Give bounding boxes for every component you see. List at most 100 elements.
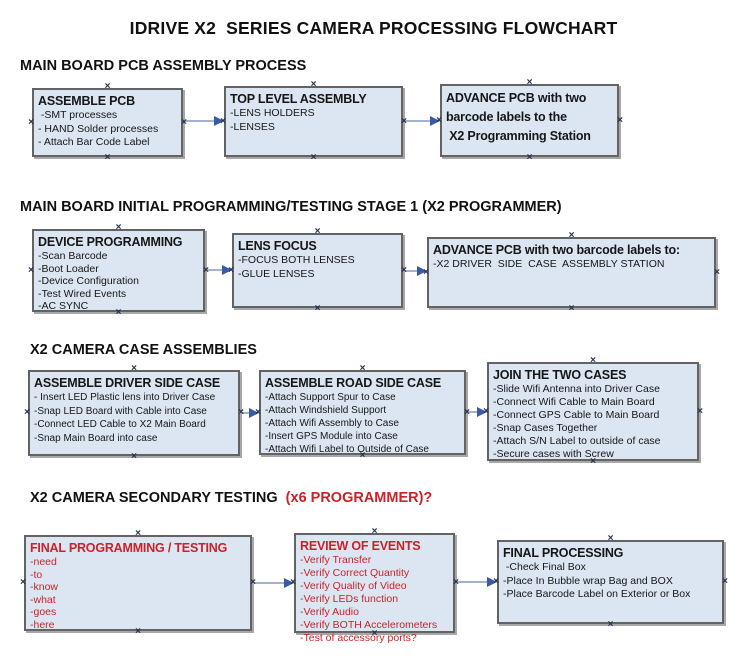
assemble-pcb: ASSEMBLE PCB -SMT processes- HAND Solder… [28, 82, 187, 163]
anchor-x-icon: × [28, 264, 34, 276]
anchor-x-icon: × [115, 222, 122, 233]
arrowhead-icon [417, 266, 427, 276]
box-item: -goes [30, 606, 57, 618]
anchor-x-icon: × [104, 152, 111, 163]
box-item: -Insert GPS Module into Case [265, 431, 398, 442]
box-item: -need [30, 556, 57, 568]
box-item: -Verify LEDs function [300, 593, 399, 605]
box-title: ASSEMBLE PCB [38, 94, 135, 108]
box-item: -SMT processes [38, 109, 118, 121]
anchor-x-icon: × [607, 533, 614, 544]
anchor-x-icon: × [568, 303, 575, 314]
box-item: -know [30, 581, 59, 593]
anchor-x-icon: × [310, 79, 317, 90]
anchor-x-icon: × [135, 528, 141, 539]
arrow-line [467, 411, 481, 413]
box-item: -Snap Cases Together [493, 422, 598, 434]
anchor-x-icon: × [607, 619, 614, 630]
final-programming-testing: FINAL PROGRAMMING / TESTING-need-to-know… [20, 529, 256, 637]
box-item: -Place Barcode Label on Exterior or Box [503, 588, 691, 600]
join-the-two-cases: JOIN THE TWO CASES-Slide Wifi Antenna in… [483, 356, 703, 467]
final-processing: FINAL PROCESSING -Check Final Box-Place … [493, 534, 728, 630]
box-title: TOP LEVEL ASSEMBLY [230, 92, 367, 106]
flow-arrow [403, 115, 440, 127]
assemble-driver-side-case: ASSEMBLE DRIVER SIDE CASE - Insert LED Pl… [24, 364, 244, 462]
anchor-x-icon: × [371, 526, 378, 537]
page-title: IDRIVE X2 SERIES CAMERA PROCESSING FLOWC… [129, 18, 618, 38]
arrow-line [404, 270, 421, 272]
arrow-line [253, 582, 288, 584]
box-item: -to [30, 568, 43, 581]
box-title-line: ADVANCE PCB with two [446, 91, 587, 105]
box-item: - HAND Solder processes [38, 122, 159, 135]
anchor-x-icon: × [526, 152, 533, 163]
arrow-line [184, 120, 218, 122]
anchor-x-icon: × [590, 355, 596, 366]
section-heading-text: X2 CAMERA SECONDARY TESTING [30, 490, 286, 506]
box-item: -Snap Main Board into case [34, 432, 158, 444]
box-title-line: X2 Programming Station [446, 129, 591, 143]
box-title: DEVICE PROGRAMMING [38, 235, 183, 249]
box-title: ADVANCE PCB with two barcode labels to: [433, 243, 680, 257]
box-item: -GLUE LENSES [238, 267, 315, 280]
anchor-x-icon: × [722, 576, 728, 587]
anchor-x-icon: × [314, 303, 321, 314]
arrowhead-icon [430, 116, 440, 126]
arrowhead-icon [222, 265, 232, 275]
box-title: FINAL PROGRAMMING / TESTING [30, 541, 228, 555]
box-title: ASSEMBLE DRIVER SIDE CASE [34, 376, 221, 390]
box-item: -Verify Quality of Video [300, 580, 407, 592]
arrow-line [456, 581, 491, 583]
box-item: -Device Configuration [38, 275, 139, 287]
anchor-x-icon: × [714, 266, 720, 278]
box-item: -LENS HOLDERS [230, 107, 315, 119]
box-item: -Place In Bubble wrap Bag and BOX [503, 574, 673, 587]
arrow-line [239, 412, 253, 414]
section-heading-accent: (x6 PROGRAMMER)? [285, 490, 433, 506]
anchor-x-icon: × [28, 116, 34, 128]
anchor-x-icon: × [568, 230, 575, 241]
box-item: - Insert LED Plastic lens into Driver Ca… [34, 392, 216, 403]
box-item: -Boot Loader [38, 262, 99, 275]
review-of-events: REVIEW OF EVENTS-Verify Transfer-Verify … [290, 527, 459, 645]
box-item: -Snap LED Board with Cable into Case [34, 405, 207, 417]
section-heading-text: X2 CAMERA CASE ASSEMBLIES [30, 342, 257, 358]
box-item: -Verify BOTH Accelerometers [300, 619, 438, 631]
box-title: JOIN THE TWO CASES [493, 368, 627, 382]
anchor-x-icon: × [314, 226, 321, 237]
arrowhead-icon [214, 116, 224, 126]
section-heading-text: MAIN BOARD INITIAL PROGRAMMING/TESTING S… [20, 199, 562, 215]
anchor-x-icon: × [526, 77, 533, 88]
anchor-x-icon: × [131, 451, 137, 462]
box-item: -Connect Wifi Cable to Main Board [493, 396, 655, 408]
anchor-x-icon: × [617, 114, 623, 126]
box-item: -X2 DRIVER SIDE CASE ASSEMBLY STATION [433, 258, 665, 270]
box-item: -Connect GPS Cable to Main Board [493, 409, 660, 421]
flow-arrow [205, 264, 232, 276]
box-item: -Test Wired Events [38, 287, 127, 300]
top-level-assembly: TOP LEVEL ASSEMBLY-LENS HOLDERS-LENSES××… [220, 80, 407, 163]
box-item: -Verify Correct Quantity [300, 567, 410, 579]
lens-focus: LENS FOCUS-FOCUS BOTH LENSES-GLUE LENSES… [228, 227, 407, 314]
box-item: -what [30, 593, 56, 606]
device-programming: DEVICE PROGRAMMING-Scan Barcode-Boot Loa… [28, 223, 209, 318]
assemble-road-side-case: ASSEMBLE ROAD SIDE CASE-Attach Support S… [255, 364, 470, 461]
arrowhead-icon [249, 408, 259, 418]
box-title: FINAL PROCESSING [503, 546, 624, 560]
anchor-x-icon: × [697, 405, 703, 417]
section-heading: MAIN BOARD PCB ASSEMBLY PROCESS [20, 58, 306, 74]
section-heading-text: MAIN BOARD PCB ASSEMBLY PROCESS [20, 58, 307, 74]
box-item: -Scan Barcode [38, 250, 108, 262]
box-item: -Slide Wifi Antenna into Driver Case [493, 383, 660, 395]
box-item: -Attach Wifi Assembly to Case [265, 418, 399, 429]
arrow-line [404, 120, 434, 122]
box-item: -Attach S/N Label to outside of case [493, 435, 661, 447]
box-item: -Verify Audio [300, 606, 359, 618]
advance-pcb-to-driver-side-station: ADVANCE PCB with two barcode labels to:-… [423, 231, 720, 314]
box-item: - Attach Bar Code Label [38, 136, 150, 148]
box-item: -Verify Transfer [300, 554, 372, 566]
box-item: -LENSES [230, 120, 275, 133]
anchor-x-icon: × [104, 81, 111, 92]
